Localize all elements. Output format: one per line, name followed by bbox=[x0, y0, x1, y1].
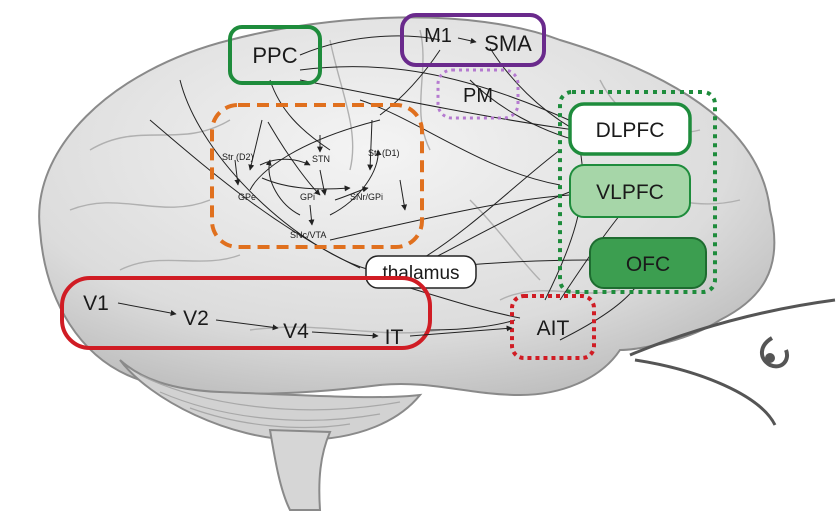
v2-label: V2 bbox=[183, 307, 209, 330]
visual-stream-frame bbox=[60, 276, 432, 350]
stn-label: STN bbox=[312, 154, 330, 164]
ait-node: AIT bbox=[510, 294, 596, 360]
ppc-node: PPC bbox=[228, 25, 322, 85]
str-d1-label: Str (D1) bbox=[368, 148, 400, 158]
pfc-frame bbox=[558, 90, 717, 294]
gpi-label: GPi bbox=[300, 192, 315, 202]
ofc-label: OFC bbox=[626, 253, 670, 276]
ofc-node: OFC bbox=[589, 237, 707, 289]
eye-icon bbox=[629, 298, 836, 426]
vlpfc-node: VLPFC bbox=[569, 164, 691, 218]
pm-node: PM bbox=[436, 68, 520, 120]
pm-label: PM bbox=[463, 85, 493, 107]
dlpfc-label: DLPFC bbox=[596, 119, 665, 142]
visual-stream-arrows bbox=[117, 302, 513, 339]
vlpfc-label: VLPFC bbox=[596, 181, 664, 204]
it-label: IT bbox=[385, 326, 404, 349]
connection-lines bbox=[149, 35, 641, 341]
basal-ganglia-labels: Str (D2) STN Str (D1) GPe GPi SNr/GPi SN… bbox=[222, 148, 400, 240]
basal-ganglia-frame bbox=[210, 103, 424, 249]
sma-label: SMA bbox=[484, 31, 532, 56]
snr-label: SNr/GPi bbox=[350, 192, 383, 202]
thalamus-label: thalamus bbox=[382, 263, 459, 284]
dlpfc-node: DLPFC bbox=[568, 102, 692, 156]
ppc-label: PPC bbox=[252, 43, 297, 68]
m1-label: M1 bbox=[424, 25, 452, 47]
motor-frame: M1 SMA bbox=[400, 13, 546, 67]
v1-label: V1 bbox=[83, 292, 109, 315]
str-d2-label: Str (D2) bbox=[222, 152, 254, 162]
snc-vta-label: SNc/VTA bbox=[290, 230, 326, 240]
gpe-label: GPe bbox=[238, 192, 256, 202]
v4-label: V4 bbox=[283, 320, 309, 343]
ait-label: AIT bbox=[537, 317, 570, 340]
basal-ganglia-circuit bbox=[234, 119, 408, 226]
m1-to-sma-arrow bbox=[457, 37, 477, 44]
